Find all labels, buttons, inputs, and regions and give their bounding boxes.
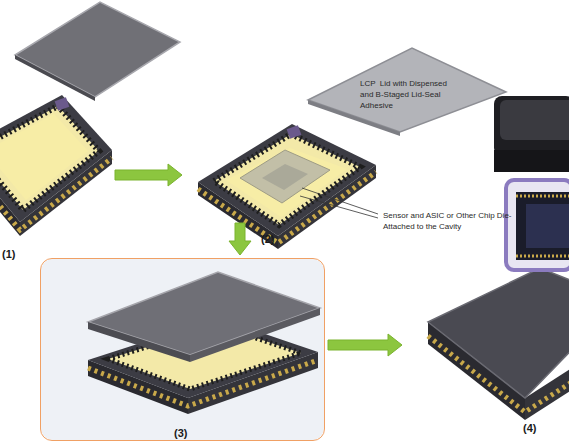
step-group: (3): [40, 258, 325, 441]
lid: [15, 2, 180, 97]
leader-line: [300, 196, 378, 218]
step-group: (4): [405, 95, 567, 438]
step-number: (4): [523, 422, 536, 434]
sealed-package: [428, 268, 569, 420]
package: [198, 124, 376, 249]
callout-label: LCP Lid with Dispensed and B-Staged Lid-…: [360, 78, 460, 111]
product-photo: [494, 96, 569, 172]
lid-edge: [15, 55, 95, 101]
step-number: (2): [261, 233, 274, 245]
lid: [308, 48, 506, 132]
step-panel: [41, 259, 324, 440]
step-group: (2): [185, 125, 380, 220]
lid: [88, 272, 320, 355]
lid-edge: [190, 308, 320, 362]
die-photo: [506, 180, 569, 270]
flow-arrow: [229, 223, 251, 255]
flow-arrow: [115, 164, 182, 186]
lid-edge: [88, 322, 190, 362]
flow-arrow: [328, 334, 402, 356]
step-number: (3): [174, 427, 187, 439]
package: [0, 95, 112, 236]
callout-label: Sensor and ASIC or Other Chip Die-Attach…: [383, 210, 533, 232]
step-group: (1): [0, 60, 112, 260]
step-number: (1): [2, 248, 15, 260]
leader-line: [302, 188, 378, 214]
